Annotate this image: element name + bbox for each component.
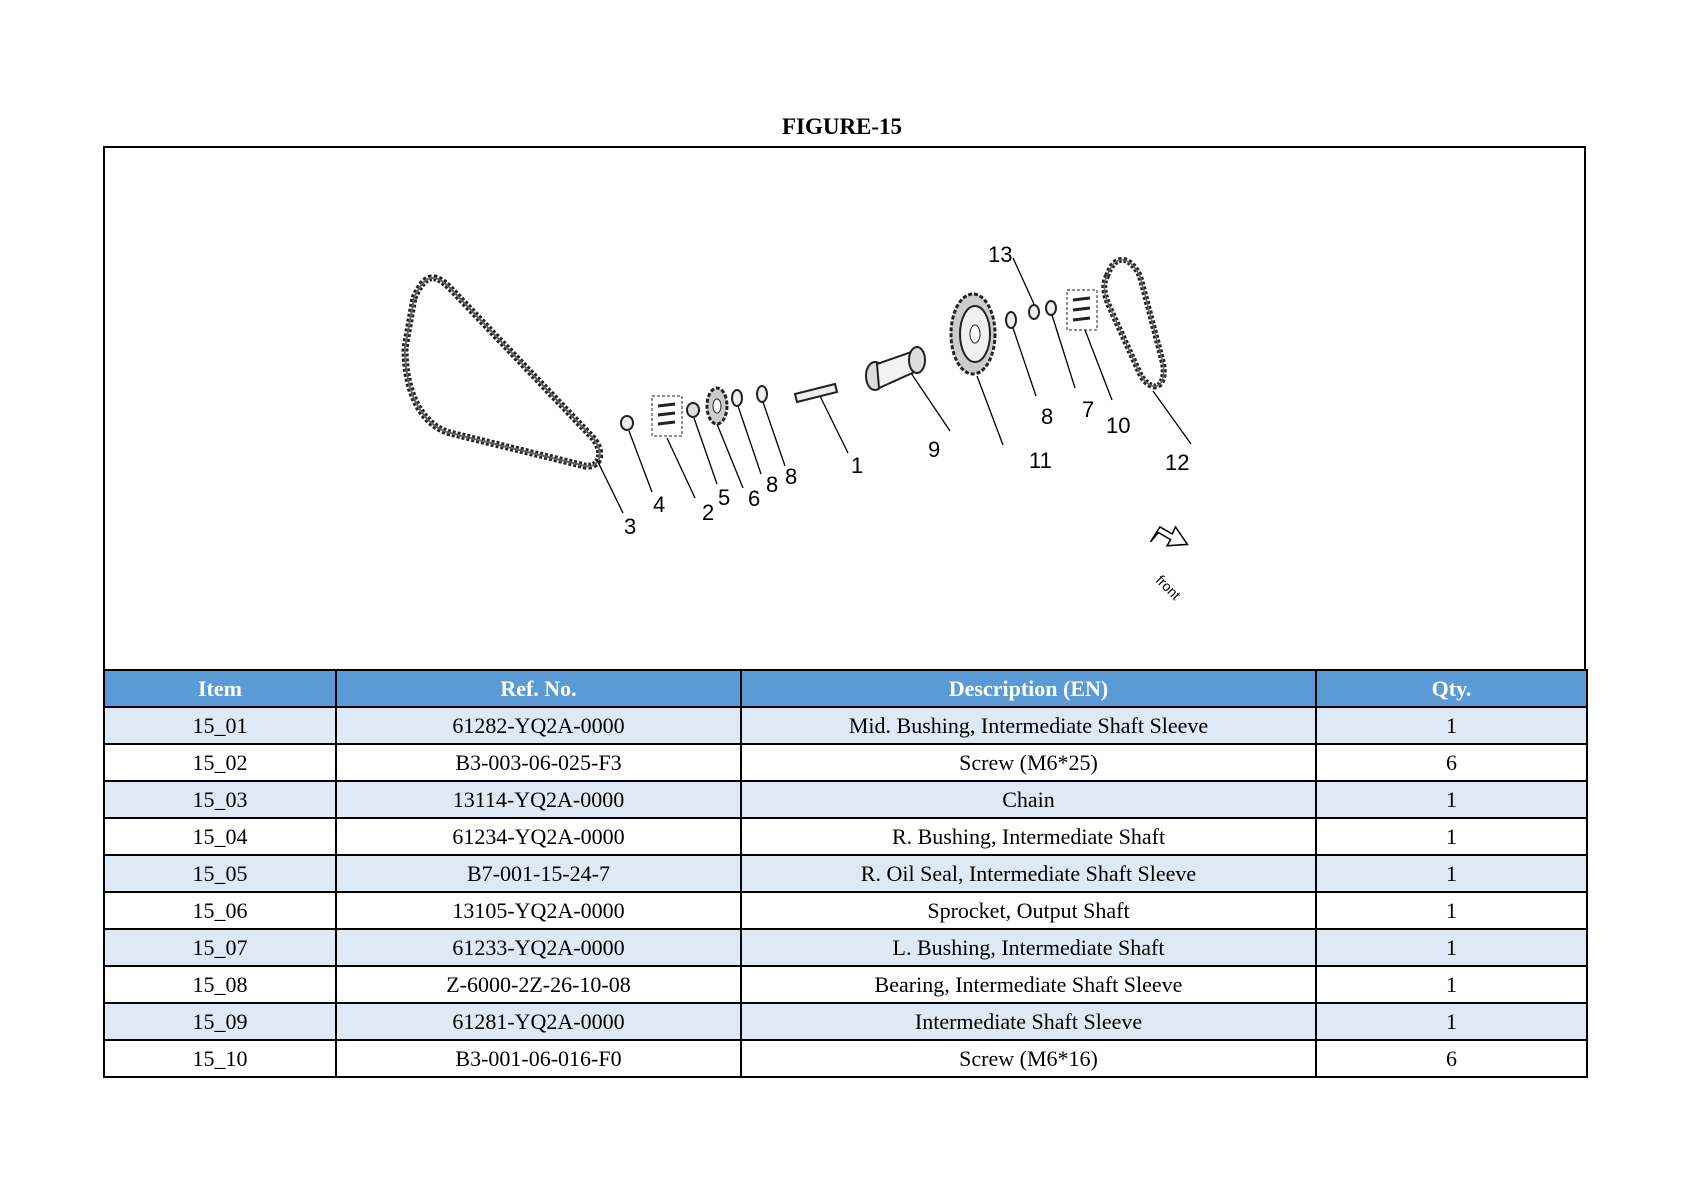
cell-qty: 6: [1315, 1039, 1588, 1078]
cell-ref: 13105-YQ2A-0000: [335, 891, 742, 930]
callout-2: 2: [702, 500, 714, 525]
table-row: 15_01 61282-YQ2A-0000 Mid. Bushing, Inte…: [103, 706, 1588, 745]
table-row: 15_08 Z-6000-2Z-26-10-08 Bearing, Interm…: [103, 965, 1588, 1004]
cell-qty: 1: [1315, 891, 1588, 930]
table-row: 15_02 B3-003-06-025-F3 Screw (M6*25) 6: [103, 743, 1588, 782]
callout-1: 1: [851, 453, 863, 478]
callout-8b: 8: [785, 464, 797, 489]
table-row: 15_05 B7-001-15-24-7 R. Oil Seal, Interm…: [103, 854, 1588, 893]
cell-item: 15_05: [103, 854, 337, 893]
cell-qty: 1: [1315, 817, 1588, 856]
cell-desc: L. Bushing, Intermediate Shaft: [740, 928, 1317, 967]
cell-item: 15_10: [103, 1039, 337, 1078]
cell-desc: R. Oil Seal, Intermediate Shaft Sleeve: [740, 854, 1317, 893]
cell-item: 15_04: [103, 817, 337, 856]
cell-qty: 1: [1315, 965, 1588, 1004]
header-item: Item: [103, 669, 337, 708]
cell-desc: Intermediate Shaft Sleeve: [740, 1002, 1317, 1041]
sprocket-drawing: [705, 386, 729, 426]
callout-11: 11: [1029, 448, 1052, 473]
cell-ref: 61233-YQ2A-0000: [335, 928, 742, 967]
cell-ref: Z-6000-2Z-26-10-08: [335, 965, 742, 1004]
right-bearing-drawing: [1005, 300, 1057, 329]
callout-3: 3: [624, 514, 636, 539]
table-row: 15_10 B3-001-06-016-F0 Screw (M6*16) 6: [103, 1039, 1588, 1078]
callout-6: 6: [748, 486, 760, 511]
cell-qty: 6: [1315, 743, 1588, 782]
table-row: 15_04 61234-YQ2A-0000 R. Bushing, Interm…: [103, 817, 1588, 856]
cell-qty: 1: [1315, 928, 1588, 967]
cell-desc: Mid. Bushing, Intermediate Shaft Sleeve: [740, 706, 1317, 745]
callout-13: 13: [988, 242, 1012, 267]
callout-5: 5: [718, 485, 730, 510]
front-arrow-icon: front: [1149, 525, 1189, 603]
figure-frame: 1 2 3 4 5 6 8 8 9 10 11 12 13 7 8 front: [103, 146, 1588, 1078]
cell-desc: Screw (M6*25): [740, 743, 1317, 782]
shaft-sleeve-drawing: [865, 346, 926, 391]
callout-8c: 8: [1041, 404, 1053, 429]
header-ref-no: Ref. No.: [335, 669, 742, 708]
cell-ref: B3-001-06-016-F0: [335, 1039, 742, 1078]
callout-8a: 8: [766, 472, 778, 497]
header-description: Description (EN): [740, 669, 1317, 708]
cell-qty: 1: [1315, 706, 1588, 745]
callout-9: 9: [928, 437, 940, 462]
cell-item: 15_09: [103, 1002, 337, 1041]
cell-qty: 1: [1315, 1002, 1588, 1041]
cell-item: 15_08: [103, 965, 337, 1004]
exploded-parts-diagram: 1 2 3 4 5 6 8 8 9 10 11 12 13 7 8 front: [105, 148, 1584, 669]
cell-desc: Sprocket, Output Shaft: [740, 891, 1317, 930]
header-qty: Qty.: [1315, 669, 1588, 708]
cell-desc: Chain: [740, 780, 1317, 819]
cell-qty: 1: [1315, 854, 1588, 893]
cell-qty: 1: [1315, 780, 1588, 819]
oil-seal-drawing: [686, 402, 700, 418]
cell-ref: 61282-YQ2A-0000: [335, 706, 742, 745]
right-chain-drawing: [1101, 256, 1167, 390]
parts-table: Item Ref. No. Description (EN) Qty. 15_0…: [103, 669, 1588, 1078]
table-header-row: Item Ref. No. Description (EN) Qty.: [103, 669, 1588, 708]
right-screw-set-drawing: [1066, 289, 1098, 331]
cell-desc: Bearing, Intermediate Shaft Sleeve: [740, 965, 1317, 1004]
cell-item: 15_01: [103, 706, 337, 745]
cell-ref: B7-001-15-24-7: [335, 854, 742, 893]
bearing-pair-drawing: [731, 385, 768, 407]
cell-ref: B3-003-06-025-F3: [335, 743, 742, 782]
callout-7: 7: [1082, 397, 1094, 422]
bushing-drawing: [620, 415, 634, 431]
cell-desc: R. Bushing, Intermediate Shaft: [740, 817, 1317, 856]
cell-ref: 61281-YQ2A-0000: [335, 1002, 742, 1041]
leader-lines: [596, 257, 1192, 514]
cell-item: 15_06: [103, 891, 337, 930]
cell-desc: Screw (M6*16): [740, 1039, 1317, 1078]
callout-10: 10: [1106, 413, 1130, 438]
table-row: 15_09 61281-YQ2A-0000 Intermediate Shaft…: [103, 1002, 1588, 1041]
cell-item: 15_02: [103, 743, 337, 782]
chain-drawing: [401, 274, 604, 470]
mid-bushing-drawing: [793, 382, 839, 404]
figure-title: FIGURE-15: [781, 114, 903, 139]
cell-item: 15_03: [103, 780, 337, 819]
callout-4: 4: [653, 492, 665, 517]
large-sprocket-drawing: [949, 292, 997, 376]
cell-item: 15_07: [103, 928, 337, 967]
screw-set-drawing: [651, 395, 683, 437]
callout-12: 12: [1165, 450, 1189, 475]
cell-ref: 13114-YQ2A-0000: [335, 780, 742, 819]
cell-ref: 61234-YQ2A-0000: [335, 817, 742, 856]
front-label: front: [1153, 572, 1184, 603]
table-row: 15_03 13114-YQ2A-0000 Chain 1: [103, 780, 1588, 819]
table-row: 15_06 13105-YQ2A-0000 Sprocket, Output S…: [103, 891, 1588, 930]
table-row: 15_07 61233-YQ2A-0000 L. Bushing, Interm…: [103, 928, 1588, 967]
